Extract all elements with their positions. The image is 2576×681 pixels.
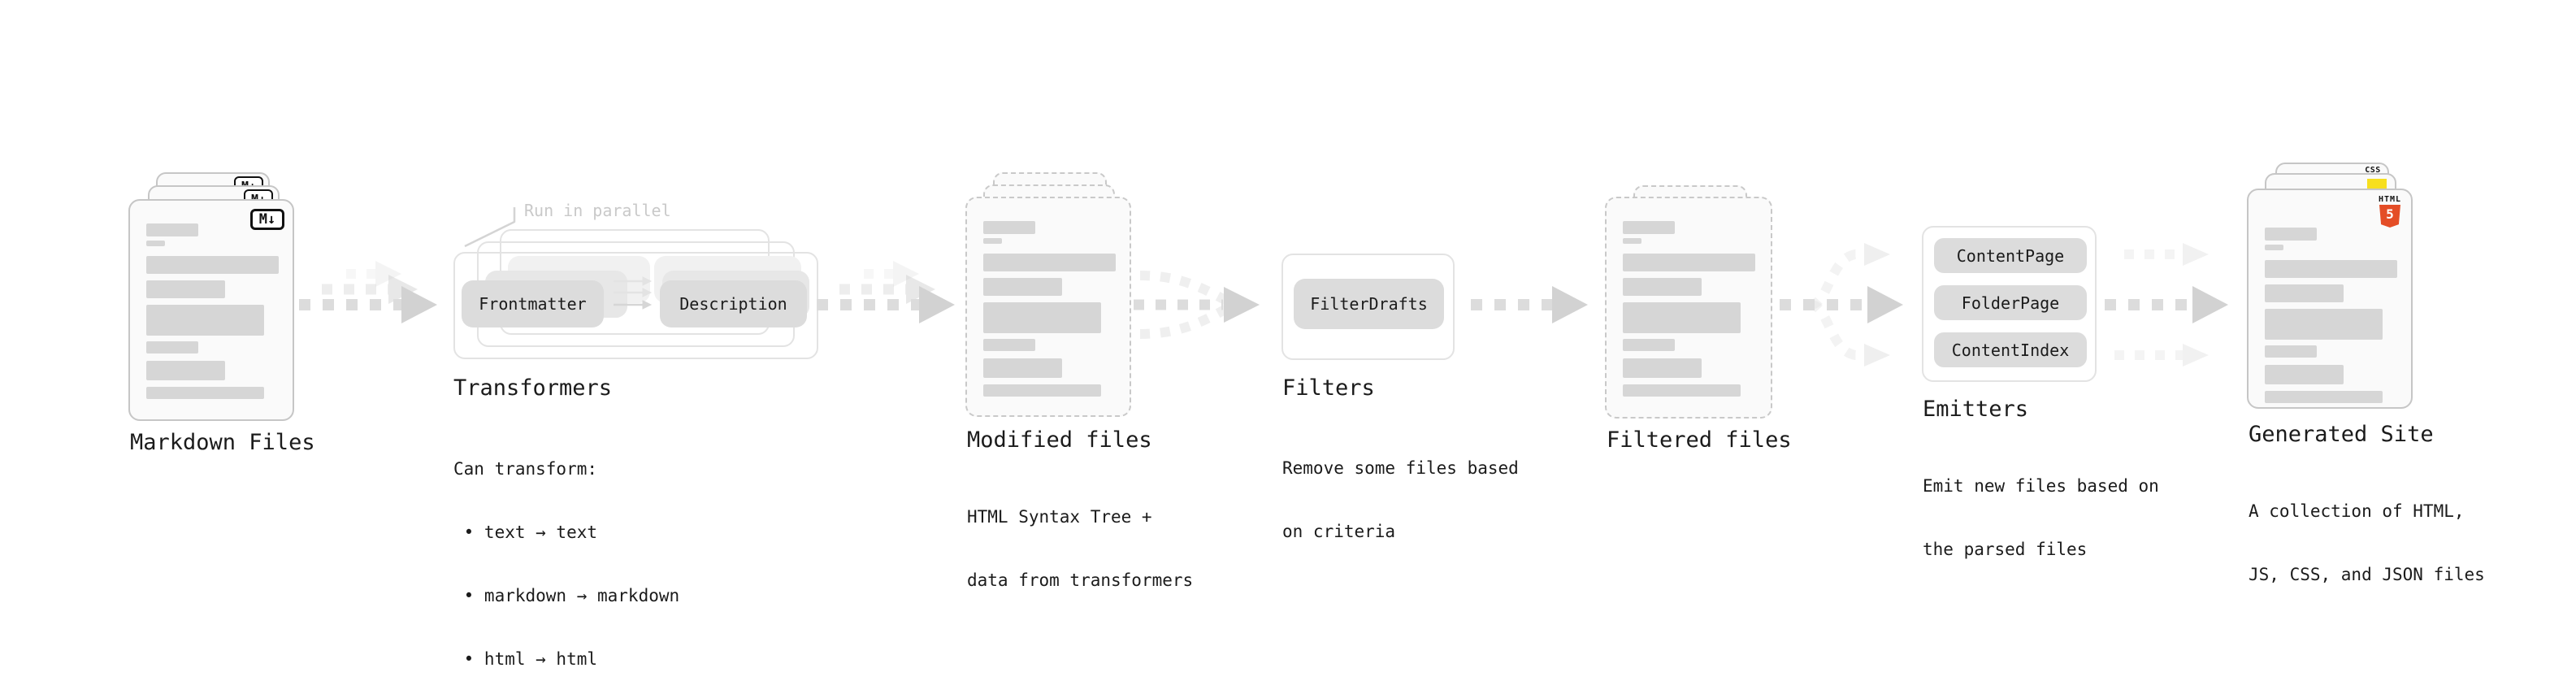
node-label: Transformers: [453, 375, 613, 401]
note-line: on criteria: [1282, 522, 1396, 541]
doc-skeleton: [2265, 228, 2398, 403]
skeleton-bar: [1623, 278, 1702, 296]
skeleton-bar: [146, 280, 225, 298]
html5-icon: HTML 5: [2379, 195, 2401, 228]
html5-shield: 5: [2379, 205, 2400, 228]
doc-card-front: [965, 197, 1131, 417]
arrow-markdown-to-transformers: [299, 261, 437, 323]
pill-contentindex: ContentIndex: [1934, 332, 2087, 367]
pill-filterdrafts: FilterDrafts: [1294, 279, 1444, 329]
skeleton-bar: [2265, 345, 2317, 358]
note-line: • html → html: [453, 649, 598, 669]
doc-card-front: [1605, 197, 1772, 419]
css-label: CSS: [2365, 166, 2381, 175]
node-note: Remove some files based on criteria: [1282, 415, 1519, 584]
skeleton-bar: [2265, 260, 2397, 278]
skeleton-bar: [146, 305, 264, 336]
skeleton-bar: [983, 254, 1116, 271]
doc-card-front: HTML 5: [2247, 189, 2413, 409]
skeleton-bar: [2265, 245, 2283, 250]
arrow-emitters-to-generated: [2105, 243, 2228, 367]
skeleton-bar: [2265, 284, 2344, 302]
node-note: A collection of HTML, JS, CSS, and JSON …: [2249, 458, 2485, 627]
arrow-modified-to-filters: [1134, 271, 1260, 339]
skeleton-bar: [983, 302, 1101, 333]
callout-leader-line: [464, 207, 516, 248]
skeleton-bar: [1623, 254, 1755, 271]
markdown-icon: M↓: [250, 209, 284, 230]
skeleton-bar: [1623, 302, 1741, 333]
note-line: • text → text: [453, 523, 598, 542]
note-line: HTML Syntax Tree +: [967, 507, 1152, 527]
skeleton-bar: [1623, 384, 1741, 397]
doc-skeleton: [1623, 221, 1758, 397]
skeleton-bar: [983, 278, 1062, 296]
note-line: the parsed files: [1923, 540, 2088, 559]
skeleton-bar: [146, 223, 198, 236]
node-label: Filtered files: [1607, 427, 1792, 453]
note-line: A collection of HTML,: [2249, 501, 2465, 521]
skeleton-bar: [2265, 228, 2317, 241]
arrow-filters-to-filtered: [1471, 286, 1588, 323]
skeleton-bar: [1623, 221, 1675, 234]
node-note: HTML Syntax Tree + data from transformer…: [967, 464, 1193, 633]
skeleton-bar: [983, 358, 1062, 378]
skeleton-bar: [146, 361, 225, 380]
skeleton-bar: [146, 256, 279, 274]
note-line: JS, CSS, and JSON files: [2249, 565, 2485, 584]
note-line: • markdown → markdown: [453, 586, 680, 605]
skeleton-bar: [2265, 365, 2344, 384]
node-note: Can transform: • text → text • markdown …: [453, 416, 679, 681]
node-label: Modified files: [967, 427, 1152, 453]
skeleton-bar: [146, 341, 198, 354]
skeleton-bar: [1623, 339, 1675, 351]
arrow-filtered-to-emitters: [1780, 243, 1903, 367]
note-line: data from transformers: [967, 570, 1194, 590]
note-line: Can transform:: [453, 459, 598, 479]
arrow-transformers-to-modified: [817, 261, 955, 323]
doc-skeleton: [146, 223, 280, 399]
node-label: Generated Site: [2249, 422, 2434, 447]
skeleton-bar: [146, 241, 165, 246]
node-label: Emitters: [1923, 397, 2029, 422]
node-note: Emit new files based on the parsed files: [1923, 433, 2159, 602]
node-label: Markdown Files: [130, 430, 315, 455]
skeleton-bar: [983, 238, 1002, 244]
skeleton-bar: [1623, 358, 1702, 378]
skeleton-bar: [2265, 391, 2383, 403]
callout-run-in-parallel: Run in parallel: [524, 201, 671, 220]
skeleton-bar: [1623, 238, 1641, 244]
skeleton-bar: [2265, 309, 2383, 340]
doc-skeleton: [983, 221, 1117, 397]
parallel-arrows-icon: [614, 276, 653, 310]
skeleton-bar: [146, 387, 264, 399]
pill-contentpage: ContentPage: [1934, 238, 2087, 273]
pill-description: Description: [660, 280, 807, 327]
html5-wordmark: HTML: [2379, 195, 2402, 204]
pill-frontmatter: Frontmatter: [462, 280, 604, 327]
skeleton-bar: [983, 339, 1035, 351]
skeleton-bar: [983, 384, 1101, 397]
node-label: Filters: [1282, 375, 1375, 401]
pill-folderpage: FolderPage: [1934, 285, 2087, 320]
html5-number: 5: [2386, 206, 2394, 222]
skeleton-bar: [983, 221, 1035, 234]
note-line: Remove some files based: [1282, 458, 1519, 478]
doc-card-front: M↓: [128, 199, 294, 421]
note-line: Emit new files based on: [1923, 476, 2159, 496]
